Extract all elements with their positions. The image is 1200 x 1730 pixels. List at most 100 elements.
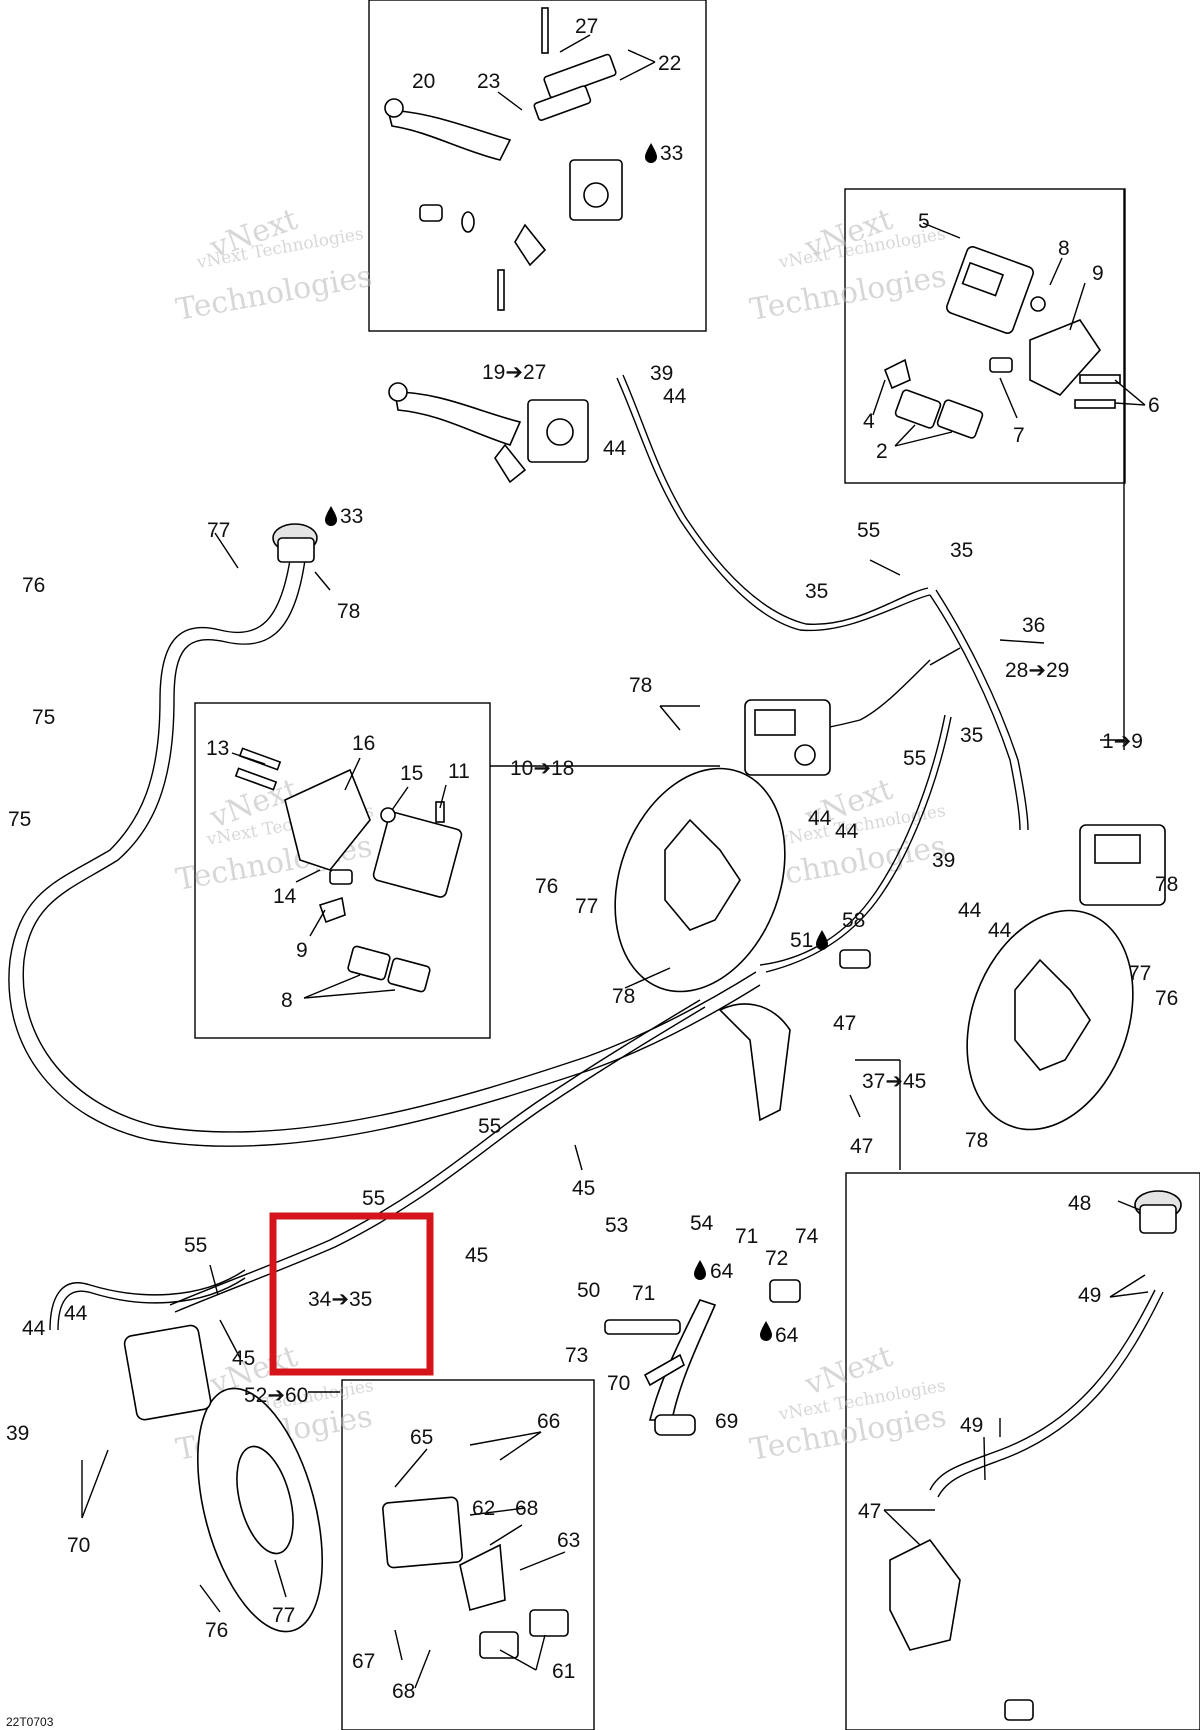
left-brake-pad-2: [387, 957, 431, 993]
rear-brake-pad-2: [529, 1609, 569, 1637]
callout-78: 78: [337, 600, 360, 623]
callout-68: 74: [795, 1225, 819, 1248]
callout-36b: 47: [850, 1135, 873, 1158]
left-caliper-bracket: [284, 768, 371, 871]
callout-35b: 45: [465, 1244, 488, 1267]
rear-master-cylinder: [889, 1538, 961, 1651]
pivot-bolt: [541, 7, 549, 54]
left-slide-pin: [329, 869, 353, 885]
callout-72: 76: [205, 1619, 228, 1642]
callout-61: 70: [67, 1534, 90, 1557]
inset-box-front-left-caliper: [194, 702, 491, 1039]
callout-60: 68: [515, 1497, 538, 1520]
callout-1-9: 1➔9: [1102, 730, 1143, 753]
brake-discs: [196, 767, 1134, 1633]
callout-49e: 55: [857, 519, 880, 542]
callout-39: 47: [858, 1500, 881, 1523]
leader-lines: [81, 34, 1149, 1689]
callout-48: 54: [690, 1212, 714, 1235]
callout-18: 16: [352, 732, 375, 755]
front-left-disc-hub: [664, 818, 741, 931]
rear-master-cylinder-boot: [1004, 1699, 1034, 1721]
callout-19-27: 19➔27: [482, 361, 546, 384]
callout-50: 58: [842, 909, 865, 932]
callout-63: 70: [607, 1372, 630, 1395]
callout-11: 8: [281, 989, 293, 1012]
reservoir-diaphragm: [533, 85, 592, 121]
callout-45a: 49: [1078, 1284, 1101, 1307]
callout-58: 67: [352, 1650, 375, 1673]
callout-23: 23: [477, 70, 500, 93]
front-right-disc-hub: [1014, 958, 1091, 1071]
front-left-caliper-assembled: [744, 699, 831, 776]
callout-28-29: 28➔29: [1005, 659, 1069, 682]
callout-27: 27: [575, 15, 598, 38]
callout-4: 4: [863, 410, 875, 433]
brake-pad-2: [936, 399, 984, 439]
callout-69a: 76: [535, 875, 558, 898]
misc-parts: [272, 523, 1182, 1721]
callout-49b: 55: [362, 1187, 385, 1210]
brake-lever: [386, 109, 512, 161]
callout-69b: 76: [1155, 987, 1178, 1010]
front-master-cylinder-assembled: [388, 382, 589, 484]
callout-34-35: 34➔35: [308, 1288, 372, 1311]
callout-52-60: 52➔60: [244, 1384, 308, 1407]
caliper-washer: [1030, 296, 1046, 312]
left-bracket-bolt-2: [234, 767, 278, 791]
callout-49d: 55: [903, 747, 926, 770]
assembled-lever-knob: [388, 382, 408, 402]
drop-icon: [760, 1321, 772, 1341]
inset-box-rear-master-cylinder: [845, 1172, 1200, 1730]
lever-knob: [384, 98, 404, 118]
front-reservoir-body: [277, 537, 315, 563]
callout-65a: 71: [632, 1282, 655, 1305]
switch-housing: [514, 223, 547, 267]
callout-47: 53: [605, 1214, 628, 1237]
callout-75: 76: [22, 574, 45, 597]
rear-reservoir: [1139, 1204, 1177, 1234]
watermarks: vNext Technologies vNext Technologies vN…: [173, 202, 949, 1468]
callout-36a: 47: [833, 1012, 856, 1035]
diagram-code: 22T0703: [6, 1715, 54, 1729]
bleeder-screw: [435, 801, 445, 823]
callout-32c: 44: [808, 807, 832, 830]
brake-lines: [8, 374, 1029, 1331]
callout-67: 73: [565, 1344, 588, 1367]
arrow-labels: 19➔27 28➔29 1➔9 10➔18 37➔45 52➔60: [244, 361, 1143, 1407]
callout-16: 14: [273, 885, 297, 908]
inset-box-rear-caliper: [341, 1379, 595, 1730]
inset-box-master-cylinder: [368, 0, 707, 332]
callout-29a: 35: [960, 724, 983, 747]
mounting-screw: [497, 269, 505, 311]
callout-31a: 39: [6, 1422, 29, 1445]
assembled-brake-lever: [394, 391, 522, 446]
callout-74b: 75: [8, 808, 31, 831]
brake-light-switch: [839, 949, 871, 969]
callout-57: 66: [537, 1410, 560, 1433]
callout-32e: 44: [958, 899, 982, 922]
callout-73: 77: [272, 1604, 295, 1627]
callout-55: 63: [557, 1529, 580, 1552]
drop-icon: [645, 143, 657, 163]
callout-13: 9: [296, 939, 308, 962]
callout-49a: 55: [184, 1234, 207, 1257]
drop-icon: [816, 930, 828, 950]
highlight-box: [269, 1212, 434, 1376]
callout-10-18: 10➔18: [510, 757, 574, 780]
pedal-bolt: [604, 1319, 681, 1335]
callout-51: 51: [790, 929, 813, 952]
left-caliper-washer: [380, 807, 396, 823]
callout-8: 8: [1058, 237, 1070, 260]
left-caliper-body: [372, 811, 463, 898]
left-brake-pad-1: [347, 945, 391, 981]
callout-77: 77: [207, 519, 230, 542]
fluid-labels: 33 33 51 64 64: [325, 142, 828, 1347]
callout-5: 5: [918, 210, 930, 233]
callout-53: 61: [552, 1660, 575, 1683]
callout-71a: 78: [612, 985, 635, 1008]
callout-35a: 45: [232, 1347, 255, 1370]
callout-29b: 35: [950, 539, 973, 562]
callout-70b: 77: [1128, 962, 1151, 985]
